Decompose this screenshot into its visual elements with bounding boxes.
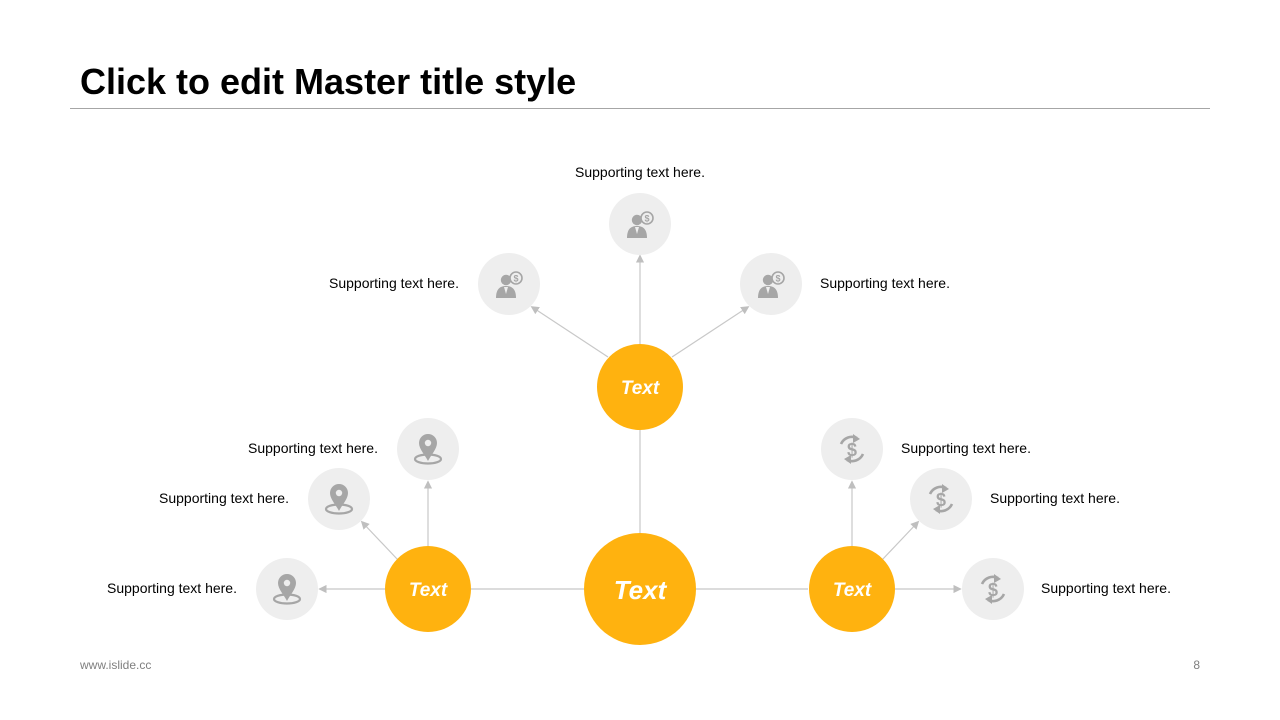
leaf-left-diag (308, 468, 370, 530)
leaf-top-right (740, 253, 802, 315)
arrow-top-right (671, 306, 750, 358)
leaf-right-side (962, 558, 1024, 620)
arrow-left-diag (360, 520, 399, 561)
leaf-left-up (397, 418, 459, 480)
node-right: Text (809, 546, 895, 632)
supporting-text-top-right: Supporting text here. (820, 275, 950, 291)
leaf-right-diag (910, 468, 972, 530)
supporting-text-left-up: Supporting text here. (248, 440, 378, 456)
slide-title: Click to edit Master title style (80, 61, 577, 102)
connectors (318, 254, 962, 594)
leaf-right-up (821, 418, 883, 480)
page-number: 8 (1193, 658, 1200, 672)
supporting-text-right-side: Supporting text here. (1041, 580, 1171, 596)
supporting-text-top-up: Supporting text here. (575, 164, 705, 180)
node-center: Text (584, 533, 696, 645)
footer-url: www.islide.cc (80, 658, 152, 672)
node-left-label: Text (409, 580, 448, 601)
supporting-text-right-up: Supporting text here. (901, 440, 1031, 456)
supporting-text-left-side: Supporting text here. (107, 580, 237, 596)
supporting-text-top-left: Supporting text here. (329, 275, 459, 291)
arrow-top-left (530, 306, 609, 358)
node-left: Text (385, 546, 471, 632)
supporting-text-left-diag: Supporting text here. (159, 490, 289, 506)
leaf-top-up (609, 193, 671, 255)
leaf-top-left (478, 253, 540, 315)
title-divider (70, 108, 1210, 109)
supporting-text-right-diag: Supporting text here. (990, 490, 1120, 506)
node-center-label: Text (614, 575, 668, 605)
arrow-right-diag (881, 520, 920, 561)
node-top: Text (597, 344, 683, 430)
node-top-label: Text (621, 378, 660, 399)
leaf-left-side (256, 558, 318, 620)
node-right-label: Text (833, 580, 872, 601)
